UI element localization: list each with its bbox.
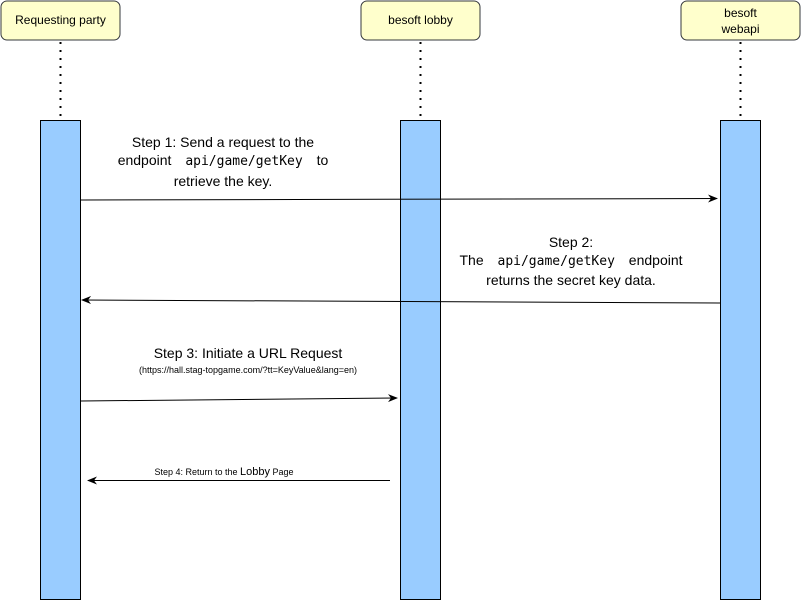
participant-label-line1: besoft xyxy=(724,6,757,20)
step1-endpoint-code: api/game/getKey xyxy=(185,154,303,169)
step2-label-line2: The api/game/getKey endpoint xyxy=(459,252,682,269)
step1-label-line1: Step 1: Send a request to the xyxy=(132,134,314,150)
step4-label-lobby: Lobby xyxy=(240,466,270,478)
participant-label: Requesting party xyxy=(15,13,106,27)
activation-besoft-webapi[interactable] xyxy=(720,120,761,600)
step1-label-post: to xyxy=(317,152,329,168)
step3-url: (https://hall.stag-topgame.com/?tt=KeyVa… xyxy=(139,365,357,375)
activation-besoft-lobby[interactable] xyxy=(400,120,441,600)
arrow-step3 xyxy=(80,394,398,403)
participant-besoft-lobby[interactable]: besoft lobby xyxy=(360,0,481,41)
step3-label-line1: Step 3: Initiate a URL Request xyxy=(154,345,343,361)
step2-label-line1: Step 2: xyxy=(549,234,593,250)
step2-label-post: endpoint xyxy=(629,252,683,268)
arrow-step1 xyxy=(80,194,718,203)
step2-label-line3: returns the secret key data. xyxy=(486,272,656,288)
participant-label: besoft lobby xyxy=(388,13,453,27)
step1-label-pre: endpoint xyxy=(118,152,172,168)
message-step3[interactable]: Step 3: Initiate a URL Request (https://… xyxy=(80,345,398,403)
participant-box xyxy=(680,0,801,41)
message-step2[interactable]: Step 2: The api/game/getKey endpoint ret… xyxy=(81,234,721,305)
message-step4[interactable]: Step 4: Return to the Lobby Page xyxy=(87,466,390,485)
participant-box xyxy=(360,0,481,41)
participant-label-line2: webapi xyxy=(720,22,759,36)
step2-label-pre: The xyxy=(459,252,483,268)
participant-requesting-party[interactable]: Requesting party xyxy=(0,0,121,41)
participant-box xyxy=(0,0,121,41)
activation-requesting-party[interactable] xyxy=(40,120,81,600)
step4-label: Step 4: Return to the Lobby Page xyxy=(154,466,293,478)
step4-label-post: Page xyxy=(273,467,294,477)
participant-besoft-webapi[interactable]: besoft webapi xyxy=(680,0,801,41)
step4-label-pre: Step 4: Return to the xyxy=(154,467,240,477)
step1-label-line2: endpoint api/game/getKey to xyxy=(118,152,329,169)
step1-label-line3: retrieve the key. xyxy=(174,173,273,189)
arrow-step2 xyxy=(81,296,721,305)
step2-endpoint-code: api/game/getKey xyxy=(498,254,616,269)
message-step1[interactable]: Step 1: Send a request to the endpoint a… xyxy=(80,134,718,203)
